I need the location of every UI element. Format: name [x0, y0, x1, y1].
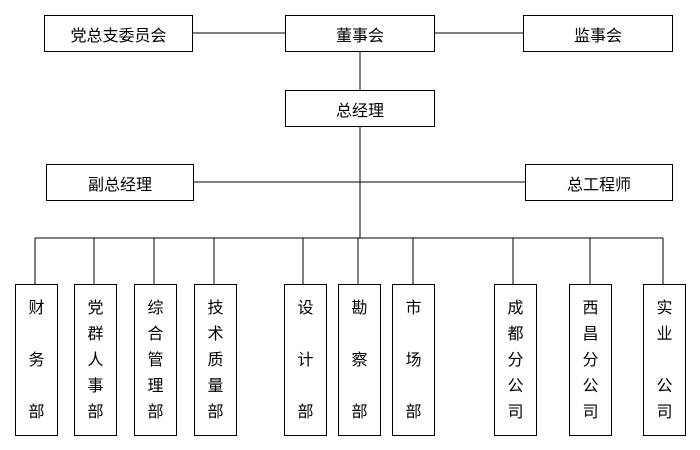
- dept-char: 公: [507, 376, 524, 395]
- general-manager-box: 总经理: [285, 90, 435, 127]
- general-manager-label: 总经理: [335, 100, 384, 120]
- dept-char: 分: [582, 350, 599, 369]
- dept-char: 实: [656, 298, 673, 317]
- dept-char: 勘: [351, 298, 368, 317]
- dept-char: 场: [405, 350, 422, 369]
- dept-char: 司: [582, 402, 599, 421]
- dept-char: 财: [28, 298, 45, 317]
- dept-char: 部: [351, 402, 368, 421]
- dept-char: 成: [507, 298, 524, 317]
- dept-char: 都: [507, 324, 524, 343]
- deputy-gm-box: 副总经理: [46, 164, 194, 201]
- supervisors-label: 监事会: [573, 25, 622, 45]
- dept-char: 市: [405, 298, 422, 317]
- dept-char: 部: [87, 402, 104, 421]
- dept-char: 量: [207, 376, 224, 395]
- dept-tech-quality: 技 术 质 量 部: [194, 284, 237, 436]
- dept-char: 设: [297, 298, 314, 317]
- chief-engineer-box: 总工程师: [525, 164, 673, 201]
- dept-char: 司: [656, 402, 673, 421]
- party-committee-label: 党总支委员会: [70, 25, 167, 45]
- dept-char: 公: [582, 376, 599, 395]
- dept-char: 务: [28, 350, 45, 369]
- dept-char: 部: [28, 402, 45, 421]
- dept-char: 党: [87, 298, 104, 317]
- dept-char: 部: [297, 402, 314, 421]
- dept-char: 业: [656, 324, 673, 343]
- dept-char: 合: [147, 324, 164, 343]
- dept-char: 综: [147, 298, 164, 317]
- dept-char: 分: [507, 350, 524, 369]
- party-committee-box: 党总支委员会: [44, 15, 193, 52]
- dept-char: 质: [207, 350, 224, 369]
- dept-survey: 勘 察 部: [338, 284, 381, 436]
- dept-char: 理: [147, 376, 164, 395]
- supervisors-box: 监事会: [523, 15, 673, 52]
- dept-char: 群: [87, 324, 104, 343]
- dept-market: 市 场 部: [392, 284, 435, 436]
- dept-char: 事: [87, 376, 104, 395]
- deputy-gm-label: 副总经理: [87, 174, 152, 194]
- dept-char: 计: [297, 350, 314, 369]
- dept-char: 西: [582, 298, 599, 317]
- dept-industrial-company: 实 业 公 司: [643, 284, 686, 436]
- dept-char: 部: [405, 402, 422, 421]
- dept-char: 部: [207, 402, 224, 421]
- dept-finance: 财 务 部: [15, 284, 58, 436]
- dept-general-mgmt: 综 合 管 理 部: [134, 284, 177, 436]
- dept-chengdu-branch: 成 都 分 公 司: [494, 284, 537, 436]
- dept-party-hr: 党 群 人 事 部: [74, 284, 117, 436]
- dept-char: 司: [507, 402, 524, 421]
- board-box: 董事会: [285, 15, 435, 52]
- dept-xichang-branch: 西 昌 分 公 司: [569, 284, 612, 436]
- chief-engineer-label: 总工程师: [566, 174, 631, 194]
- dept-char: 术: [207, 324, 224, 343]
- dept-char: 管: [147, 350, 164, 369]
- dept-char: 部: [147, 402, 164, 421]
- board-label: 董事会: [335, 25, 384, 45]
- dept-char: 技: [207, 298, 224, 317]
- dept-char: 昌: [582, 324, 599, 343]
- dept-char: 公: [656, 376, 673, 395]
- dept-char: 人: [87, 350, 104, 369]
- dept-design: 设 计 部: [284, 284, 327, 436]
- dept-char: 察: [351, 350, 368, 369]
